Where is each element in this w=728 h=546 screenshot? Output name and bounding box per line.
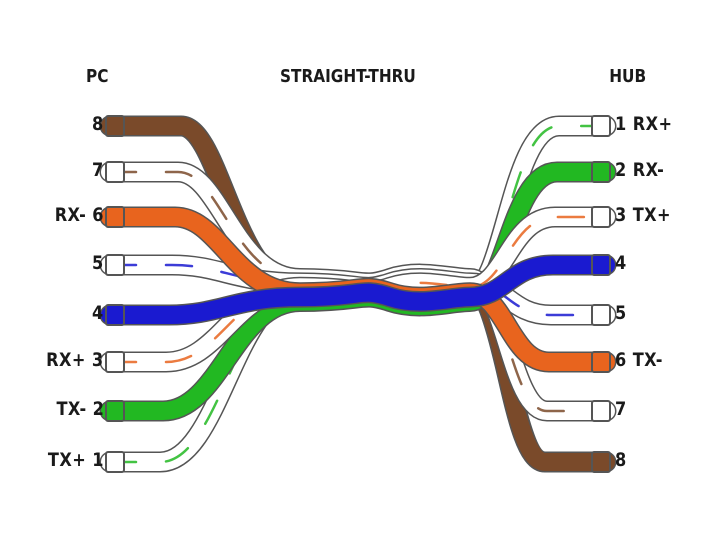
left-pin-label: 5 bbox=[92, 252, 104, 274]
hub-label: HUB bbox=[609, 66, 647, 87]
left-pin-terminal-white-orange bbox=[105, 351, 125, 373]
left-pin-terminal-white-green bbox=[105, 451, 125, 473]
diagram-title: STRAIGHT-THRU bbox=[279, 66, 416, 87]
right-pin-terminal-white-blue bbox=[591, 304, 611, 326]
left-pin-label: RX+ 3 bbox=[46, 349, 104, 371]
right-pin-label: 3 TX+ bbox=[615, 204, 671, 226]
right-pin-label: 5 bbox=[615, 302, 627, 324]
left-pin-terminal-blue bbox=[105, 304, 125, 326]
left-pin-label: 4 bbox=[92, 302, 104, 324]
right-pin-label: 2 RX- bbox=[615, 159, 665, 181]
right-pin-label: 1 RX+ bbox=[615, 113, 673, 135]
left-pin-terminal-orange bbox=[105, 206, 125, 228]
right-pin-terminal-green bbox=[591, 161, 611, 183]
wire-blue bbox=[99, 254, 617, 326]
left-pin-terminal-brown bbox=[105, 115, 125, 137]
right-pin-terminal-white-orange bbox=[591, 206, 611, 228]
left-pin-terminal-white-blue bbox=[105, 254, 125, 276]
right-pin-label: 4 bbox=[615, 252, 627, 274]
right-pin-terminal-white-green bbox=[591, 115, 611, 137]
right-pin-label: 6 TX- bbox=[615, 349, 663, 371]
left-pin-label: TX- 2 bbox=[56, 398, 104, 420]
right-pin-terminal-brown bbox=[591, 451, 611, 473]
pc-label: PC bbox=[85, 66, 109, 87]
right-pin-terminal-blue bbox=[591, 254, 611, 276]
left-pin-terminal-green bbox=[105, 400, 125, 422]
left-pin-label: RX- 6 bbox=[54, 204, 104, 226]
left-pin-label: 8 bbox=[92, 113, 104, 135]
left-pin-label: 7 bbox=[92, 159, 104, 181]
right-pin-label: 8 bbox=[615, 449, 627, 471]
right-pin-terminal-white-brown bbox=[591, 400, 611, 422]
right-pin-label: 7 bbox=[615, 398, 627, 420]
right-pin-terminal-orange bbox=[591, 351, 611, 373]
left-pin-terminal-white-brown bbox=[105, 161, 125, 183]
left-pin-label: TX+ 1 bbox=[48, 449, 104, 471]
